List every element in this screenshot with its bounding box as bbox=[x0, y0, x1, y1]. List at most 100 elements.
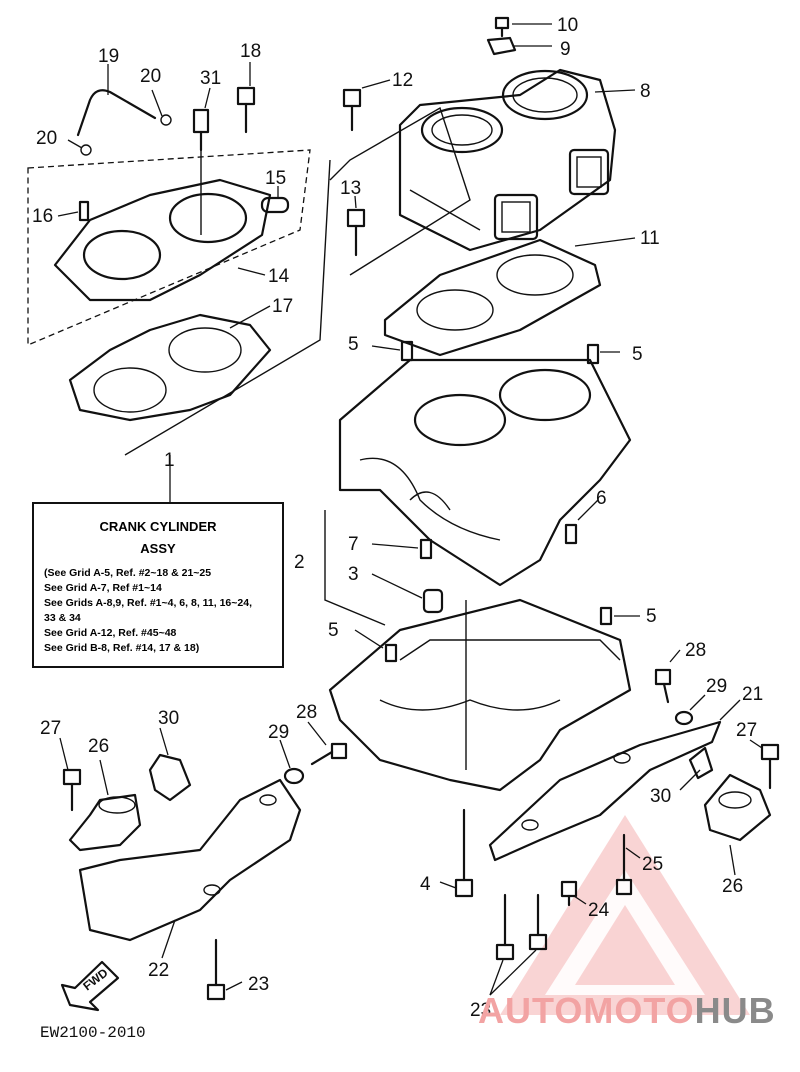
part-7-dowel bbox=[419, 538, 433, 560]
reference-line: See Grid A-7, Ref #1~14 bbox=[44, 582, 162, 594]
part-30-spacer-right bbox=[688, 746, 714, 780]
watermark-logo bbox=[500, 815, 750, 1015]
callout-17: 17 bbox=[272, 296, 293, 317]
part-21-mount-plate bbox=[488, 720, 722, 862]
callout-26-right: 26 bbox=[722, 876, 743, 897]
callout-25: 25 bbox=[642, 854, 663, 875]
part-20-clip-upper bbox=[160, 114, 172, 126]
callout-16: 16 bbox=[32, 206, 53, 227]
part-19-hose bbox=[76, 89, 157, 137]
part-10-screw bbox=[494, 16, 510, 38]
cylinder-head-group-outline bbox=[27, 149, 311, 346]
assembly-title-line1: CRANK CYLINDER bbox=[99, 519, 217, 534]
part-20-clip-lower bbox=[80, 144, 92, 156]
callout-4: 4 bbox=[420, 874, 431, 895]
callout-28-right: 28 bbox=[685, 640, 706, 661]
callout-11: 11 bbox=[640, 228, 660, 249]
callout-22: 22 bbox=[148, 960, 169, 981]
callout-21: 21 bbox=[742, 684, 763, 705]
callout-20-lower: 20 bbox=[36, 128, 57, 149]
part-27-bolt-right bbox=[760, 743, 780, 790]
assembly-reference-lines: (See Grid A-5, Ref. #2~18 & 21~25 See Gr… bbox=[44, 566, 282, 656]
part-27-bolt-left bbox=[62, 768, 82, 812]
part-18-bolt bbox=[236, 86, 256, 134]
lower-crankcase bbox=[328, 598, 632, 792]
part-28-bolt-left bbox=[310, 742, 348, 766]
callout-31: 31 bbox=[200, 68, 221, 89]
part-8-cylinder bbox=[398, 68, 617, 252]
callout-1: 1 bbox=[164, 450, 175, 471]
part-17-head-gasket bbox=[68, 313, 272, 422]
part-6-dowel bbox=[564, 523, 578, 545]
callout-27-right: 27 bbox=[736, 720, 757, 741]
part-23-bolt-center-b bbox=[528, 893, 548, 951]
part-23-bolt-center-a bbox=[495, 893, 515, 961]
part-12-bolt bbox=[342, 88, 362, 132]
part-15-thermostat bbox=[260, 196, 290, 214]
callout-29-right: 29 bbox=[706, 676, 727, 697]
callout-5-b: 5 bbox=[632, 344, 643, 365]
callout-29-left: 29 bbox=[268, 722, 289, 743]
callout-5-d: 5 bbox=[646, 606, 657, 627]
crankcase-lower-outline bbox=[324, 510, 386, 626]
callout-10: 10 bbox=[557, 15, 578, 36]
callout-18: 18 bbox=[240, 41, 261, 62]
upper-crankcase bbox=[338, 358, 632, 587]
part-5-dowel-a bbox=[400, 340, 414, 362]
part-4-bolt bbox=[454, 808, 474, 898]
callout-23-bottom: 23 bbox=[470, 1000, 491, 1021]
reference-line: (See Grid A-5, Ref. #2~18 & 21~25 bbox=[44, 567, 212, 579]
part-23-bolt-left bbox=[206, 938, 226, 1001]
callout-12: 12 bbox=[392, 70, 413, 91]
watermark-text-part1: AUTOMOTO bbox=[478, 990, 695, 1031]
callout-13: 13 bbox=[340, 178, 361, 199]
callout-3: 3 bbox=[348, 564, 359, 585]
part-9-bracket bbox=[486, 36, 517, 56]
part-5-dowel-d bbox=[599, 606, 613, 626]
assembly-reference-box: CRANK CYLINDER ASSY (See Grid A-5, Ref. … bbox=[32, 502, 284, 668]
callout-24: 24 bbox=[588, 900, 610, 921]
part-3-bearing bbox=[422, 588, 444, 614]
leader-lines bbox=[57, 23, 763, 996]
part-13-bolt bbox=[346, 208, 366, 257]
part-29-washer-right bbox=[674, 710, 694, 726]
callout-27-left: 27 bbox=[40, 718, 61, 739]
callout-8: 8 bbox=[640, 81, 651, 102]
reference-line: See Grids A-8,9, Ref. #1~4, 6, 8, 11, 16… bbox=[44, 597, 252, 609]
callout-labels: 10 9 8 12 18 19 20 31 20 15 16 13 14 11 … bbox=[32, 15, 763, 1021]
forward-arrow-icon: FWD bbox=[60, 960, 120, 1012]
callout-5-a: 5 bbox=[348, 334, 359, 355]
callout-2: 2 bbox=[294, 552, 305, 573]
part-28-bolt-right bbox=[654, 668, 672, 704]
assembly-title: CRANK CYLINDER ASSY bbox=[34, 516, 282, 560]
watermark-text: AUTOMOTOHUB bbox=[478, 990, 776, 1032]
diagram-code: EW2100-2010 bbox=[40, 1024, 146, 1042]
assembly-title-line2: ASSY bbox=[140, 541, 176, 556]
callout-14: 14 bbox=[268, 266, 290, 287]
callout-20-upper: 20 bbox=[140, 66, 161, 87]
reference-line: See Grid A-12, Ref. #45~48 bbox=[44, 627, 177, 639]
callout-15: 15 bbox=[265, 168, 286, 189]
part-11-cylinder-gasket bbox=[383, 238, 602, 357]
part-5-dowel-c bbox=[384, 643, 398, 663]
part-16-dowel bbox=[78, 200, 90, 222]
part-31-fitting bbox=[192, 108, 210, 152]
part-5-dowel-b bbox=[586, 343, 600, 365]
part-26-mount-right bbox=[703, 773, 772, 842]
reference-line: See Grid B-8, Ref. #14, 17 & 18) bbox=[44, 642, 200, 654]
callout-7: 7 bbox=[348, 534, 359, 555]
callout-19: 19 bbox=[98, 46, 119, 67]
callout-30-left: 30 bbox=[158, 708, 179, 729]
part-30-spacer-left bbox=[148, 753, 192, 802]
watermark-text-part2: HUB bbox=[694, 990, 776, 1031]
part-26-mount-left bbox=[68, 793, 142, 852]
callout-6: 6 bbox=[596, 488, 607, 509]
crankcase-group-outline bbox=[124, 159, 331, 456]
cylinder-group-outline bbox=[329, 106, 471, 276]
part-24-bolt bbox=[560, 880, 578, 907]
part-29-washer-left bbox=[283, 767, 305, 785]
part-22-mount-plate bbox=[78, 778, 302, 942]
callout-30-right: 30 bbox=[650, 786, 671, 807]
callout-9: 9 bbox=[560, 39, 571, 60]
